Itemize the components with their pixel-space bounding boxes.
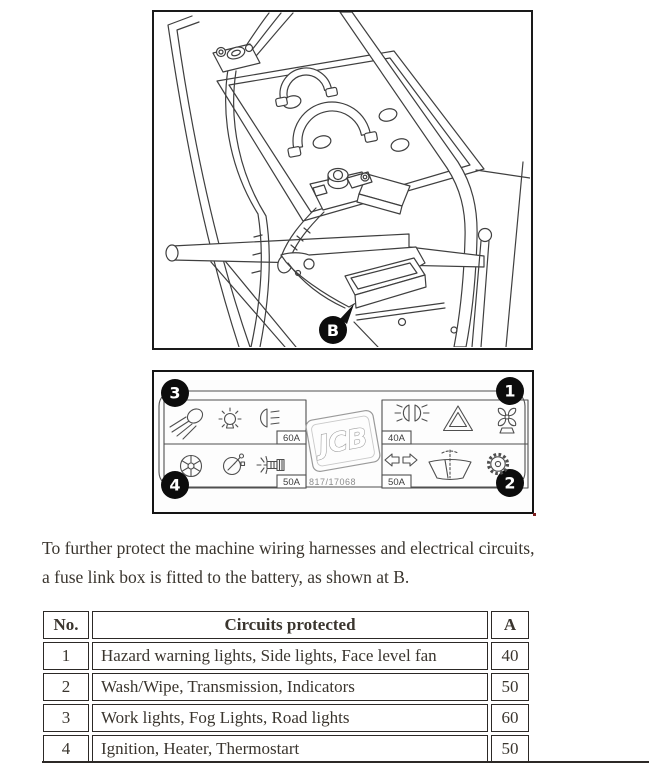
cell-amps: 50 xyxy=(491,673,529,701)
table-row: 1 Hazard warning lights, Side lights, Fa… xyxy=(43,642,529,670)
thermostart-icon xyxy=(256,455,285,475)
cell-circuits: Work lights, Fog Lights, Road lights xyxy=(92,704,488,732)
cell-no: 3 xyxy=(43,704,89,732)
road-lights-icon xyxy=(218,407,242,429)
table-row: 3 Work lights, Fog Lights, Road lights 6… xyxy=(43,704,529,732)
cell-amps: 40 xyxy=(491,642,529,670)
header-no: No. xyxy=(43,611,89,639)
header-circuits: Circuits protected xyxy=(92,611,488,639)
body-paragraph: To further protect the machine wiring ha… xyxy=(42,534,622,591)
battery-terminal xyxy=(309,167,411,215)
svg-text:1: 1 xyxy=(504,382,515,401)
battery-clamp-strap xyxy=(275,67,339,108)
hazard-warning-icon xyxy=(442,405,474,432)
callout-b: B xyxy=(319,304,354,344)
fuse-rating-50a-left: 50A xyxy=(283,477,301,488)
table-row: 2 Wash/Wipe, Transmission, Indicators 50 xyxy=(43,673,529,701)
part-number: 817/17068 xyxy=(309,477,356,487)
cell-amps: 50 xyxy=(491,735,529,763)
side-lights-icon xyxy=(394,404,430,422)
cell-circuits: Hazard warning lights, Side lights, Face… xyxy=(92,642,488,670)
fog-lights-icon xyxy=(259,408,280,428)
battery-illustration-frame: B xyxy=(152,10,533,350)
heater-fan-icon xyxy=(179,454,203,478)
paragraph-line-2: a fuse link box is fitted to the battery… xyxy=(42,566,410,587)
cell-no: 4 xyxy=(43,735,89,763)
fuse-decal: 60A 50A 40A 50A 3 1 4 xyxy=(158,377,529,499)
indicators-icon xyxy=(384,453,418,467)
cell-amps: 60 xyxy=(491,704,529,732)
support-rod xyxy=(471,227,493,348)
cell-circuits: Wash/Wipe, Transmission, Indicators xyxy=(92,673,488,701)
svg-text:3: 3 xyxy=(169,384,180,403)
fuse-table: No. Circuits protected A 1 Hazard warnin… xyxy=(40,608,532,766)
fuse-rating-40a: 40A xyxy=(388,433,406,444)
table-row: 4 Ignition, Heater, Thermostart 50 xyxy=(43,735,529,763)
battery-compartment-illustration: B xyxy=(165,11,531,348)
svg-text:2: 2 xyxy=(504,474,515,493)
badge-3: 3 xyxy=(161,379,189,407)
page-divider-rule xyxy=(42,761,649,763)
fuse-link-box xyxy=(280,246,446,348)
callout-b-label: B xyxy=(327,321,339,340)
body-edge xyxy=(475,169,531,179)
panel-hole xyxy=(450,326,458,334)
fuse-decal-panel: 60A 50A 40A 50A 3 1 4 xyxy=(152,370,534,514)
fuse-rating-60a: 60A xyxy=(283,433,301,444)
battery-clamp-strap xyxy=(287,101,378,158)
fuse-rating-50a-right: 50A xyxy=(388,477,406,488)
badge-4: 4 xyxy=(161,471,189,499)
transmission-icon xyxy=(486,452,510,476)
wash-wipe-icon xyxy=(428,449,472,481)
face-level-fan-icon xyxy=(497,407,517,434)
paragraph-line-1: To further protect the machine wiring ha… xyxy=(42,538,535,558)
table-header-row: No. Circuits protected A xyxy=(43,611,529,639)
battery-cable xyxy=(225,68,325,348)
jcb-logo: JCB xyxy=(305,410,381,472)
heater-control-icon xyxy=(222,453,246,476)
terminal-clamp xyxy=(212,43,261,73)
work-lights-icon xyxy=(169,408,204,440)
header-amps: A xyxy=(491,611,529,639)
body-edge xyxy=(505,161,524,348)
red-dot-artifact xyxy=(533,513,536,516)
panel-hole xyxy=(397,317,407,327)
svg-text:4: 4 xyxy=(169,476,180,495)
cell-no: 2 xyxy=(43,673,89,701)
badge-2: 2 xyxy=(496,469,524,497)
cell-no: 1 xyxy=(43,642,89,670)
cell-circuits: Ignition, Heater, Thermostart xyxy=(92,735,488,763)
badge-1: 1 xyxy=(496,377,524,405)
